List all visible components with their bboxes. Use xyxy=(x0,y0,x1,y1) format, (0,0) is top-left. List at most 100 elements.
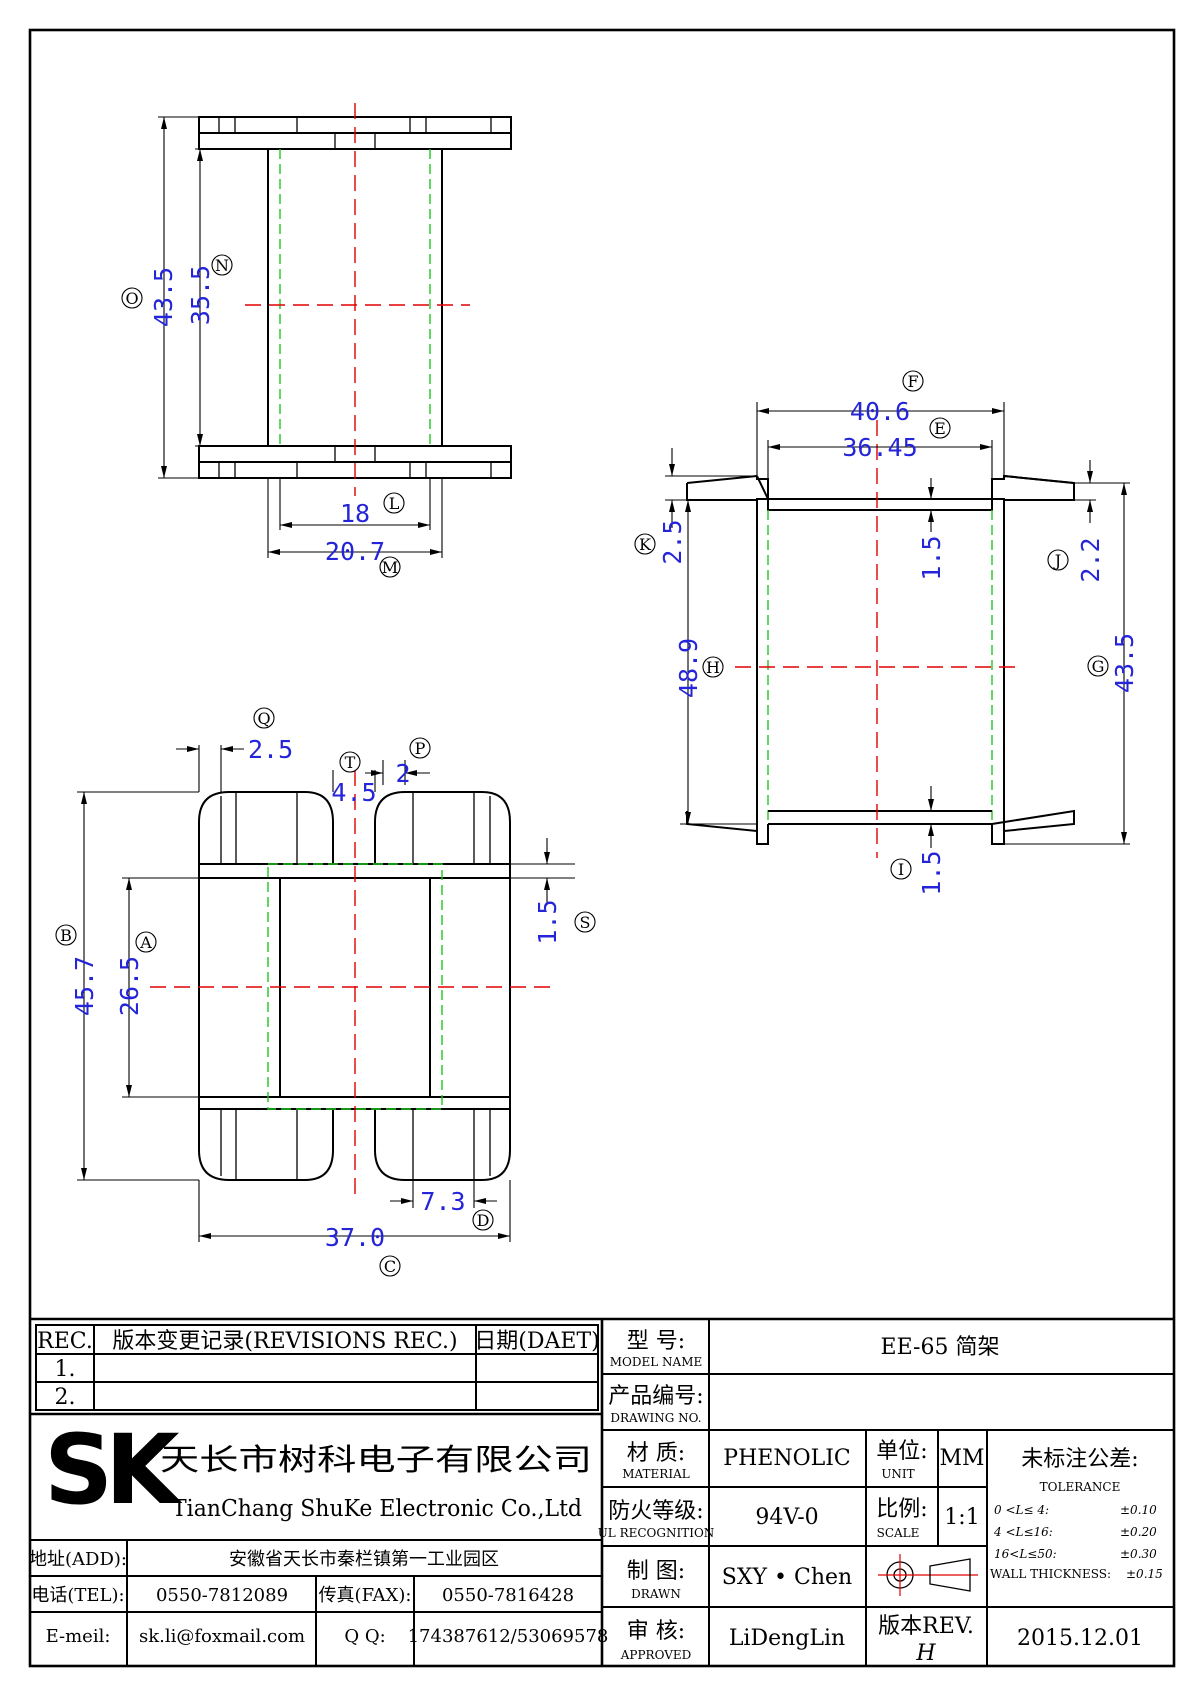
tolerance-tol-1: ±0.10 xyxy=(1120,1503,1157,1517)
callout-I: I xyxy=(898,860,904,879)
dim-B-value: 45.7 xyxy=(70,956,99,1016)
dim-K-value: 2.5 xyxy=(658,519,687,564)
projection-symbol-icon xyxy=(878,1554,978,1596)
section-view: 40.6 F 36.45 E 2.5 K 2.2 J 1.5 48. xyxy=(634,370,1139,896)
callout-L: L xyxy=(389,494,400,513)
callout-G: G xyxy=(1092,657,1105,676)
callout-Q: Q xyxy=(257,709,270,728)
dim-A-value: 26.5 xyxy=(115,956,144,1016)
tolerance-title: 未标注公差: xyxy=(1021,1447,1138,1472)
callout-D: D xyxy=(477,1211,490,1230)
email-label: E-meil: xyxy=(46,1626,111,1647)
callout-J: J xyxy=(1053,551,1061,570)
approved-label-en: APPROVED xyxy=(620,1648,692,1662)
approved-label-cn: 审 核: xyxy=(627,1619,685,1644)
email-value: sk.li@foxmail.com xyxy=(139,1626,305,1647)
qq-label: Q Q: xyxy=(344,1626,385,1647)
drawn-label-cn: 制 图: xyxy=(627,1559,685,1584)
logo-text: SK xyxy=(44,1414,183,1526)
tolerance-range-1: 0 <L≤ 4: xyxy=(994,1503,1049,1517)
scale-label-cn: 比例: xyxy=(876,1497,927,1522)
model-value: EE-65 简架 xyxy=(881,1335,1000,1360)
unit-value: MM xyxy=(939,1446,984,1471)
callout-O: O xyxy=(125,289,138,308)
drawn-value: SXY • Chen xyxy=(722,1565,852,1590)
addr-value: 安徽省天长市秦栏镇第一工业园区 xyxy=(229,1549,499,1570)
material-value: PHENOLIC xyxy=(723,1446,850,1471)
callout-A: A xyxy=(139,933,152,952)
dim-L-value: 18 xyxy=(340,499,370,528)
callout-N: N xyxy=(215,256,229,275)
callout-S: S xyxy=(580,913,591,932)
fax-label: 传真(FAX): xyxy=(319,1585,412,1606)
dim-E-value: 36.45 xyxy=(842,433,917,462)
callout-F: F xyxy=(907,372,918,391)
title-block: REC. 版本变更记录(REVISIONS REC.) 日期(DAET) 1. … xyxy=(29,1317,1174,1666)
callout-M: M xyxy=(382,558,398,577)
dim-N-value: 35.5 xyxy=(186,265,215,325)
dim-D-value: 7.3 xyxy=(420,1187,465,1216)
drawn-label-en: DRAWN xyxy=(631,1587,681,1601)
unit-label-cn: 单位: xyxy=(876,1439,927,1464)
dim-P-value: 2 xyxy=(395,759,410,788)
rev-row-2: 2. xyxy=(55,1385,76,1410)
dim-J-value: 2.2 xyxy=(1076,537,1105,582)
callout-T: T xyxy=(345,753,356,772)
ul-label-cn: 防火等级: xyxy=(608,1499,703,1524)
revisions-table xyxy=(35,1324,599,1411)
dim-Q-value: 2.5 xyxy=(248,735,293,764)
tolerance-range-3: 16<L≤50: xyxy=(994,1547,1057,1561)
fax-value: 0550-7816428 xyxy=(442,1585,574,1606)
callout-B: B xyxy=(60,926,72,945)
company-name-cn: 天长市树科电子有限公司 xyxy=(160,1443,592,1478)
ul-value: 94V-0 xyxy=(755,1505,818,1530)
tolerance-range-2: 4 <L≤16: xyxy=(993,1525,1053,1539)
model-label-en: MODEL NAME xyxy=(610,1355,703,1369)
approved-value: LiDengLin xyxy=(729,1626,845,1651)
callout-P: P xyxy=(415,739,426,758)
rev-value: H xyxy=(915,1641,936,1666)
callout-C: C xyxy=(384,1257,396,1276)
rev-row-1: 1. xyxy=(55,1357,76,1382)
rev-col-desc: 版本变更记录(REVISIONS REC.) xyxy=(112,1329,457,1354)
scale-value: 1:1 xyxy=(944,1505,979,1530)
callout-H: H xyxy=(706,658,720,677)
tel-label: 电话(TEL): xyxy=(31,1585,124,1606)
date-value: 2015.12.01 xyxy=(1017,1626,1143,1651)
addr-label: 地址(ADD): xyxy=(29,1549,127,1570)
side-view: 43.5 O 35.5 N 18 L 20.7 M xyxy=(121,103,512,578)
company-name-en: TianChang ShuKe Electronic Co.,Ltd xyxy=(172,1496,582,1522)
scale-label-en: SCALE xyxy=(877,1526,920,1540)
rev-label: 版本REV. xyxy=(878,1614,974,1639)
ul-label-en: UL RECOGNITION xyxy=(598,1526,715,1540)
wall-thickness-tol: ±0.15 xyxy=(1126,1567,1163,1581)
dim-H-value: 48.9 xyxy=(674,638,703,698)
dim-T-value: 4.5 xyxy=(331,778,376,807)
dim-S-value: 1.5 xyxy=(533,899,562,944)
unit-label-en: UNIT xyxy=(881,1467,914,1481)
dim-G-value: 43.5 xyxy=(1110,633,1139,693)
qq-value: 174387612/53069578 xyxy=(408,1626,609,1647)
callout-K: K xyxy=(639,535,652,554)
material-label-cn: 材 质: xyxy=(627,1441,685,1466)
tel-value: 0550-7812089 xyxy=(156,1585,288,1606)
dim-F-value: 40.6 xyxy=(850,397,910,426)
dim-M-value: 20.7 xyxy=(325,537,385,566)
company-logo: SK xyxy=(44,1414,191,1526)
tolerance-tol-2: ±0.20 xyxy=(1120,1525,1157,1539)
wall-thickness-label: WALL THICKNESS: xyxy=(990,1567,1111,1581)
dim-C-value: 37.0 xyxy=(325,1223,385,1252)
dim-wall-top-value: 1.5 xyxy=(917,535,946,580)
rev-col-rec: REC. xyxy=(37,1329,93,1354)
tolerance-tol-3: ±0.30 xyxy=(1120,1547,1157,1561)
drawing-label-cn: 产品编号: xyxy=(608,1384,703,1409)
tolerance-subtitle: TOLERANCE xyxy=(1040,1480,1121,1494)
dim-O-value: 43.5 xyxy=(149,267,178,327)
material-label-en: MATERIAL xyxy=(622,1467,690,1481)
model-label-cn: 型 号: xyxy=(627,1329,685,1354)
top-view: 2.5 Q 4.5 T 2 P 1.5 S 45.7 B xyxy=(55,707,596,1277)
drawing-label-en: DRAWING NO. xyxy=(610,1411,701,1425)
dim-I-value: 1.5 xyxy=(917,850,946,895)
rev-col-date: 日期(DAET) xyxy=(474,1329,599,1354)
